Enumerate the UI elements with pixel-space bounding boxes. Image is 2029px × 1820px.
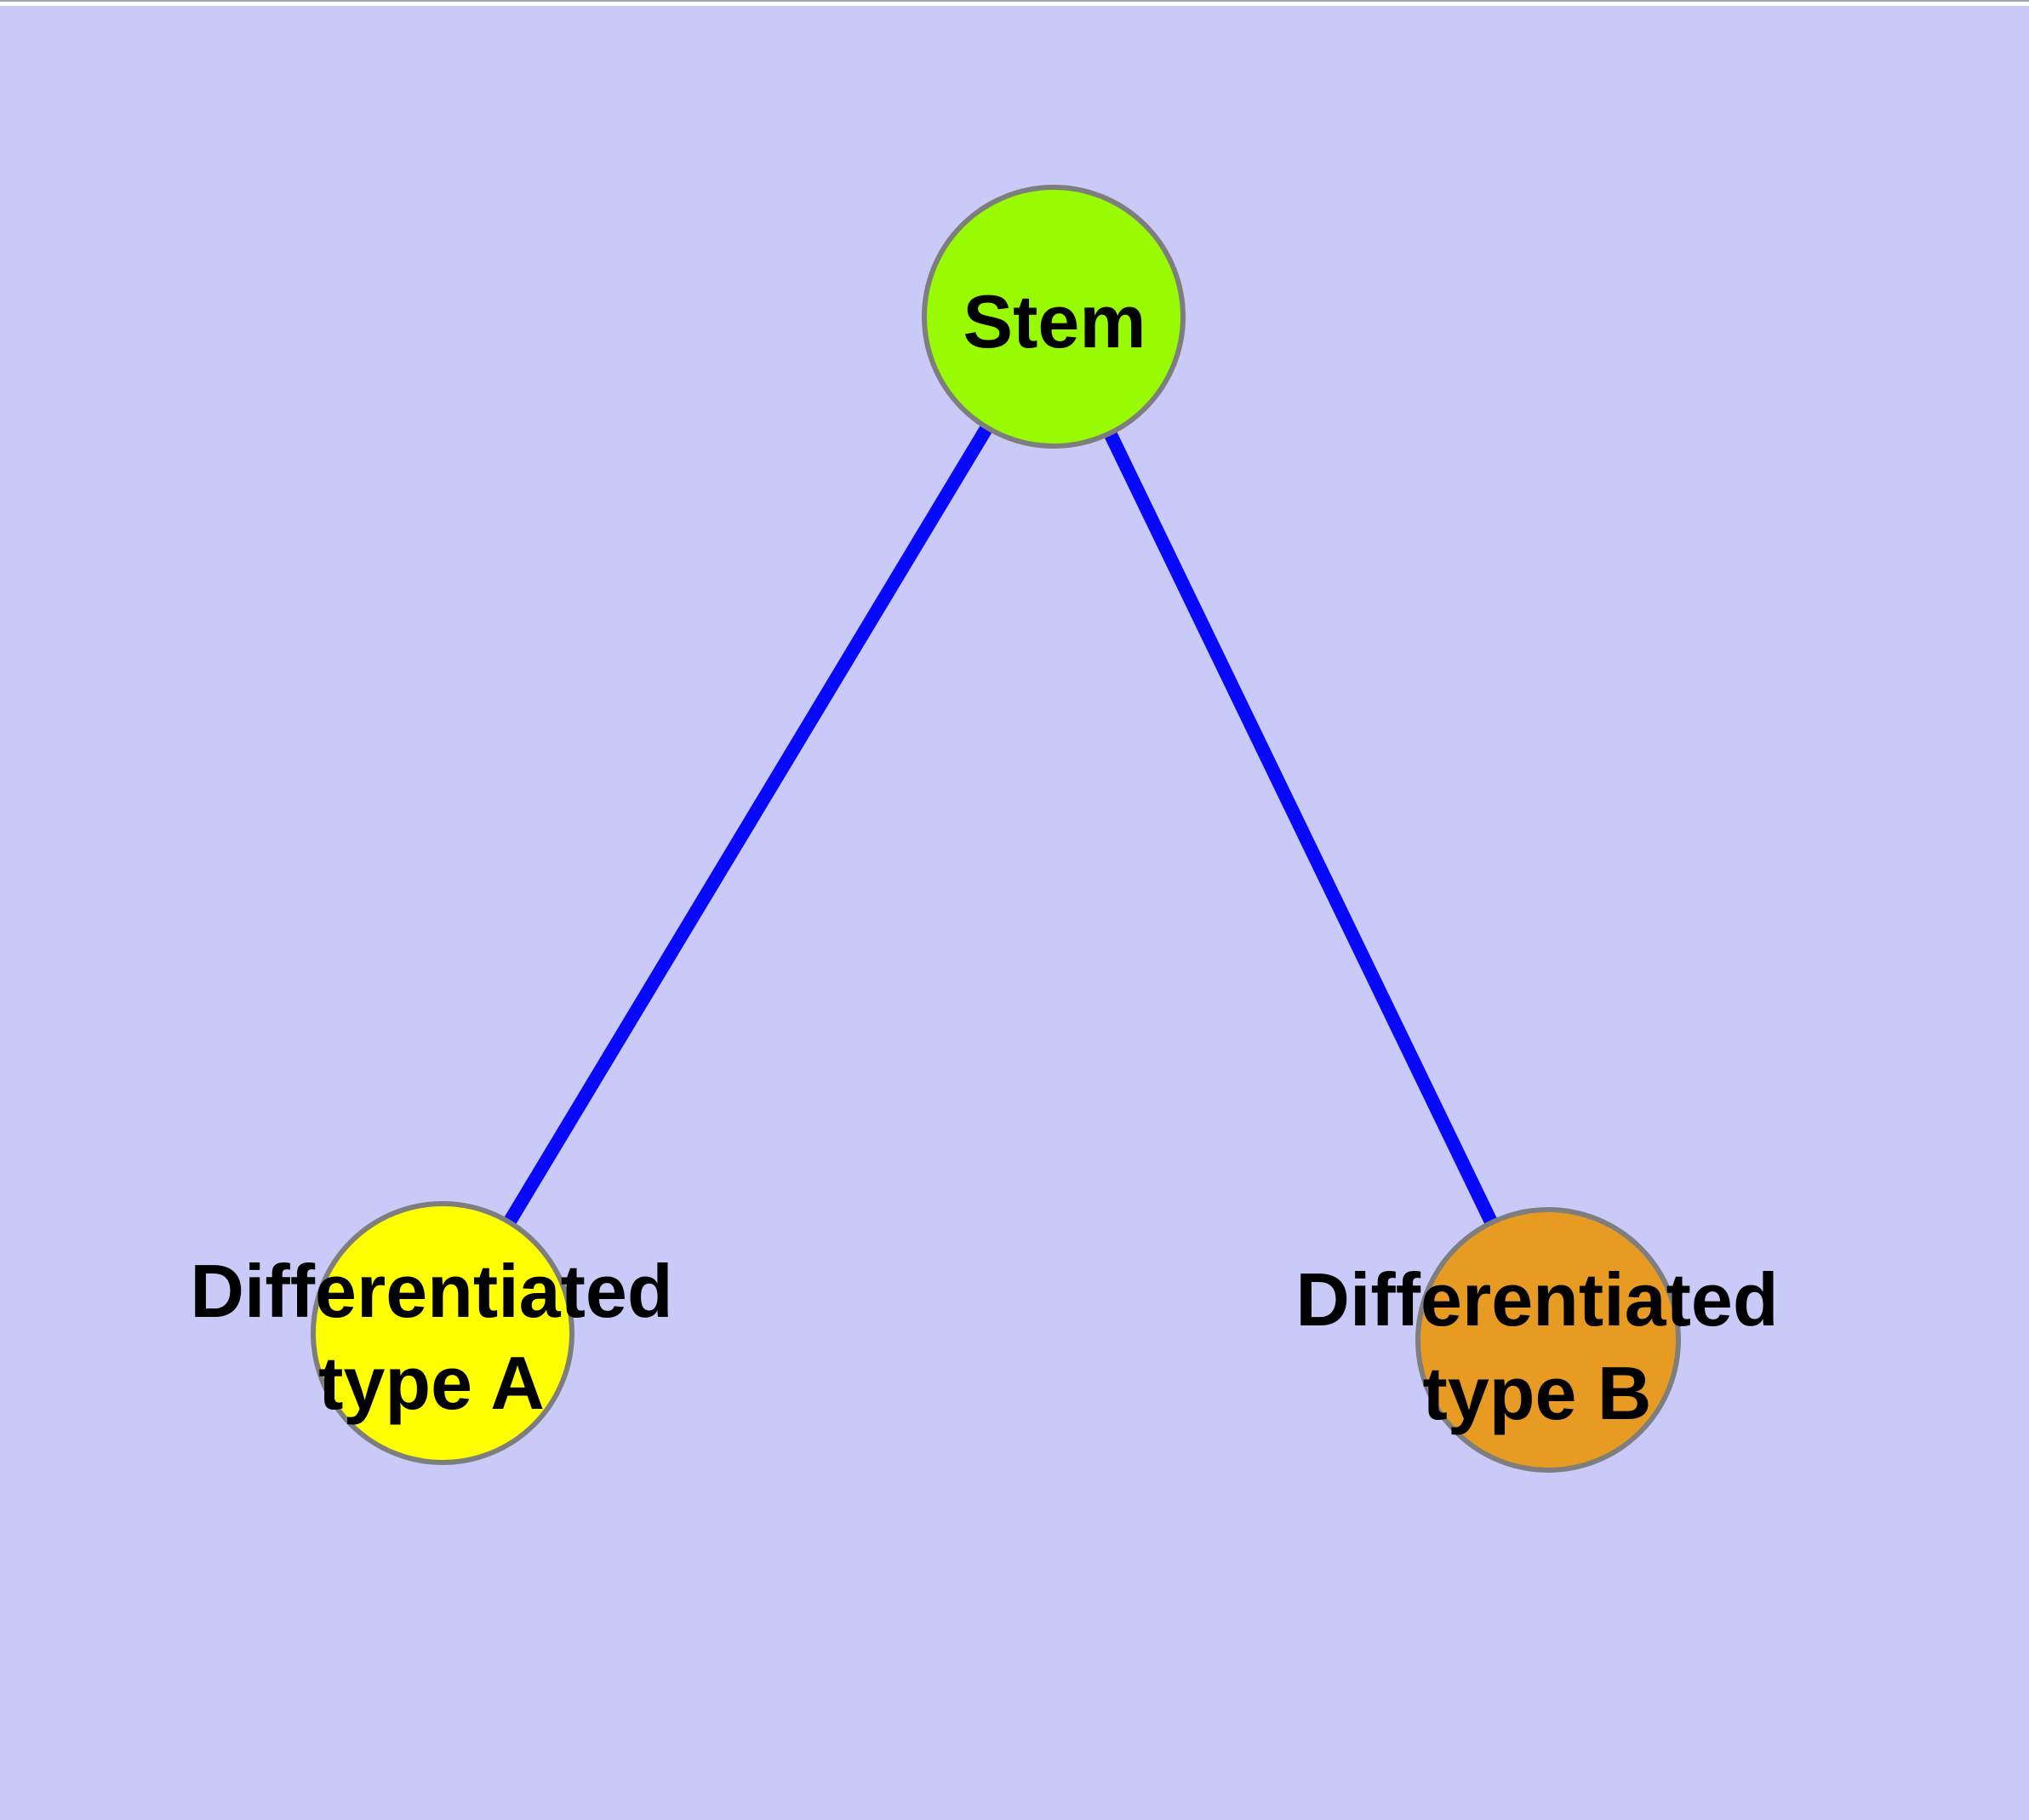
node-label-stem: Stem bbox=[963, 279, 1146, 363]
node-label-line: Differentiated bbox=[190, 1249, 672, 1333]
node-stem bbox=[922, 185, 1186, 449]
node-label-line: Differentiated bbox=[1295, 1257, 1778, 1342]
node-label-line: type A bbox=[318, 1341, 545, 1425]
node-label-differentiated-type-b: Differentiated type B bbox=[1295, 1257, 1778, 1435]
node-differentiated-type-b bbox=[1415, 1207, 1681, 1473]
node-differentiated-type-a bbox=[311, 1201, 574, 1465]
window-top-border bbox=[0, 0, 2029, 2]
node-label-line: type B bbox=[1423, 1351, 1652, 1435]
edges-layer bbox=[437, 312, 1555, 1343]
nodes-layer bbox=[311, 185, 1681, 1473]
edge-stem-to-differentiated-type-a bbox=[437, 312, 1060, 1337]
window-top-margin-strip bbox=[0, 2, 2029, 6]
edge-stem-to-differentiated-type-b bbox=[1047, 313, 1555, 1343]
node-label-line: Stem bbox=[963, 279, 1146, 363]
